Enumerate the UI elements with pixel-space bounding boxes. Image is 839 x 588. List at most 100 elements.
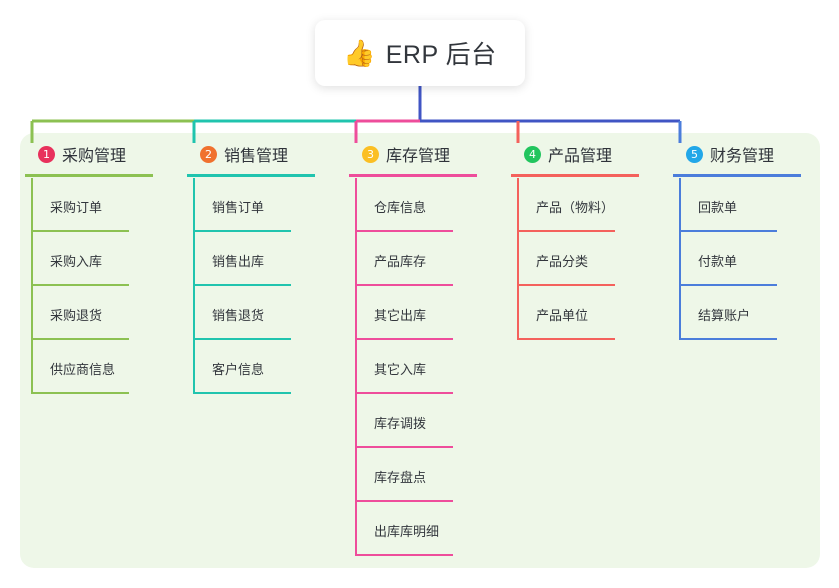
branch-column: 5 财务管理回款单付款单结算账户 <box>668 133 828 340</box>
branch-item-rule <box>517 338 615 340</box>
branch-title: 销售管理 <box>224 148 289 165</box>
branch-item-rule <box>355 284 453 286</box>
branch-spine <box>31 178 33 394</box>
branch-item-label: 供应商信息 <box>50 362 116 377</box>
branch-item-rule <box>31 392 129 394</box>
branch-spine <box>679 178 681 340</box>
root-title: ERP 后台 <box>385 41 497 69</box>
branch-item-rule <box>355 500 453 502</box>
branch-item-label: 销售出库 <box>212 254 265 269</box>
branch-spine <box>193 178 195 394</box>
branch-item[interactable]: 产品库存 <box>344 232 504 286</box>
branch-item-rule <box>679 230 777 232</box>
branch-item[interactable]: 供应商信息 <box>20 340 180 394</box>
root-node[interactable]: 👍 ERP 后台 <box>315 20 525 86</box>
branch-column: 1 采购管理采购订单采购入库采购退货供应商信息 <box>20 133 180 394</box>
branch-header-rule <box>511 174 639 177</box>
branch-item-label: 出库库明细 <box>374 524 440 539</box>
branch-item-label: 客户信息 <box>212 362 265 377</box>
branch-header[interactable]: 3 库存管理 <box>344 133 504 177</box>
branch-item[interactable]: 销售订单 <box>182 178 342 232</box>
branch-column: 2 销售管理销售订单销售出库销售退货客户信息 <box>182 133 342 394</box>
branch-item-list: 销售订单销售出库销售退货客户信息 <box>182 178 342 394</box>
branch-item-rule <box>193 284 291 286</box>
branch-item-label: 库存盘点 <box>374 470 427 485</box>
branch-item-rule <box>355 446 453 448</box>
branch-header[interactable]: 1 采购管理 <box>20 133 180 177</box>
branch-item[interactable]: 采购退货 <box>20 286 180 340</box>
branch-item[interactable]: 库存盘点 <box>344 448 504 502</box>
branch-item[interactable]: 库存调拨 <box>344 394 504 448</box>
branch-column: 3 库存管理仓库信息产品库存其它出库其它入库库存调拨库存盘点出库库明细 <box>344 133 504 556</box>
branch-spine <box>517 178 519 340</box>
branch-item-label: 产品单位 <box>536 308 589 323</box>
branch-item-label: 其它出库 <box>374 308 427 323</box>
branch-item-label: 回款单 <box>698 200 738 215</box>
branch-item-label: 销售订单 <box>212 200 265 215</box>
branch-item-rule <box>193 392 291 394</box>
branch-item[interactable]: 其它入库 <box>344 340 504 394</box>
branch-item-rule <box>355 338 453 340</box>
branch-item-rule <box>31 338 129 340</box>
branch-item-list: 仓库信息产品库存其它出库其它入库库存调拨库存盘点出库库明细 <box>344 178 504 556</box>
branch-item[interactable]: 结算账户 <box>668 286 828 340</box>
branch-header[interactable]: 2 销售管理 <box>182 133 342 177</box>
branch-item[interactable]: 产品分类 <box>506 232 666 286</box>
branch-item-label: 库存调拨 <box>374 416 427 431</box>
branch-item[interactable]: 其它出库 <box>344 286 504 340</box>
branch-item-rule <box>679 338 777 340</box>
branch-item-rule <box>355 392 453 394</box>
branch-item[interactable]: 回款单 <box>668 178 828 232</box>
thumbs-up-icon: 👍 <box>343 38 376 68</box>
branch-item-rule <box>679 284 777 286</box>
branch-index-badge: 2 <box>200 145 217 163</box>
branch-item-rule <box>193 230 291 232</box>
branch-item-rule <box>517 230 615 232</box>
branch-item[interactable]: 采购订单 <box>20 178 180 232</box>
branch-columns: 1 采购管理采购订单采购入库采购退货供应商信息 2 销售管理销售订单销售出库销售退货客… <box>20 133 820 568</box>
branch-item-rule <box>517 284 615 286</box>
branch-item-label: 采购退货 <box>50 308 103 323</box>
branch-item-label: 采购入库 <box>50 254 103 269</box>
branch-index-badge: 1 <box>38 145 55 163</box>
branch-item[interactable]: 销售出库 <box>182 232 342 286</box>
branch-item-label: 付款单 <box>698 254 738 269</box>
branch-item-label: 采购订单 <box>50 200 103 215</box>
branch-index-badge: 5 <box>686 145 703 163</box>
branch-item-label: 其它入库 <box>374 362 427 377</box>
branch-item-rule <box>355 230 453 232</box>
branch-item[interactable]: 客户信息 <box>182 340 342 394</box>
branch-item-rule <box>31 284 129 286</box>
branch-item-list: 回款单付款单结算账户 <box>668 178 828 340</box>
branch-item-list: 产品（物料） 产品分类产品单位 <box>506 178 666 340</box>
branch-item[interactable]: 产品（物料） <box>506 178 666 232</box>
branch-item-label: 销售退货 <box>212 308 265 323</box>
branch-item-rule <box>31 230 129 232</box>
branch-title: 库存管理 <box>386 148 451 165</box>
branch-header-rule <box>25 174 153 177</box>
branch-index-badge: 4 <box>524 145 541 163</box>
branch-item[interactable]: 采购入库 <box>20 232 180 286</box>
branch-header-rule <box>187 174 315 177</box>
branch-spine <box>355 178 357 556</box>
branch-header-rule <box>673 174 801 177</box>
branch-title: 采购管理 <box>62 148 127 165</box>
branch-item-rule <box>355 554 453 556</box>
branch-item-list: 采购订单采购入库采购退货供应商信息 <box>20 178 180 394</box>
branch-item-label: 产品库存 <box>374 254 427 269</box>
branch-item[interactable]: 销售退货 <box>182 286 342 340</box>
branch-title: 产品管理 <box>548 148 613 165</box>
branch-header[interactable]: 5 财务管理 <box>668 133 828 177</box>
branch-title: 财务管理 <box>710 148 775 165</box>
branch-header[interactable]: 4 产品管理 <box>506 133 666 177</box>
branch-item-label: 产品（物料） <box>536 200 615 215</box>
branch-item[interactable]: 付款单 <box>668 232 828 286</box>
branch-item-label: 产品分类 <box>536 254 589 269</box>
branch-item[interactable]: 出库库明细 <box>344 502 504 556</box>
branch-item-label: 仓库信息 <box>374 200 427 215</box>
branch-header-rule <box>349 174 477 177</box>
branch-index-badge: 3 <box>362 145 379 163</box>
branch-item[interactable]: 产品单位 <box>506 286 666 340</box>
branch-item[interactable]: 仓库信息 <box>344 178 504 232</box>
